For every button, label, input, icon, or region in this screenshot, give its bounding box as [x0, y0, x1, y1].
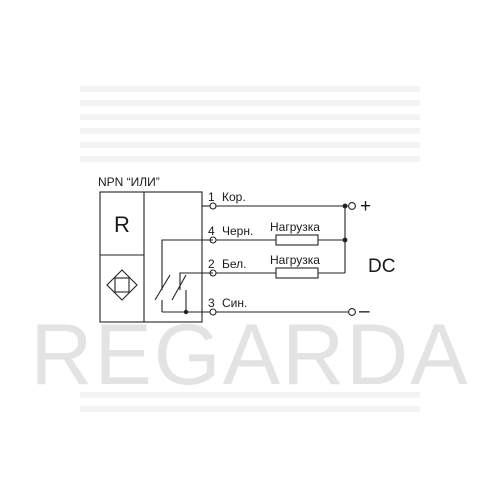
sensor-body: [99, 191, 203, 323]
load-junction-dot: [342, 237, 348, 243]
inductive-sensor-icon: [106, 269, 138, 301]
minus-symbol: –: [359, 301, 370, 322]
wire-4: 4 Черн. Нагрузка: [208, 220, 345, 246]
watermark-text: REGARDA: [30, 307, 469, 403]
load-2-label: Нагрузка: [270, 253, 320, 267]
load-resistor-1: [275, 234, 319, 246]
wire-1-number: 1: [208, 190, 215, 204]
wire-3-label: Син.: [222, 296, 247, 310]
wire-2-label: Бел.: [222, 257, 247, 271]
background-text-block: [80, 86, 420, 412]
wire-3: 3 Син.: [186, 296, 348, 316]
internal-wiring: [154, 239, 213, 315]
supply-bus: [342, 202, 356, 316]
load-resistor-2: [275, 267, 319, 279]
sensor-title: NPN “ИЛИ”: [98, 175, 160, 189]
plus-terminal: [348, 202, 356, 210]
wire-1: 1 Кор.: [202, 190, 345, 210]
wire-1-label: Кор.: [222, 190, 246, 204]
minus-terminal: [348, 308, 356, 316]
wire-4-number: 4: [208, 224, 215, 238]
wire-4-label: Черн.: [222, 224, 253, 238]
wire-2-number: 2: [208, 257, 215, 271]
supply-label: DC: [368, 256, 395, 277]
load-1-label: Нагрузка: [270, 220, 320, 234]
wire-3-number: 3: [208, 296, 215, 310]
wire-2: 2 Бел. Нагрузка: [208, 253, 345, 279]
sensor-letter: R: [114, 212, 130, 237]
plus-symbol: +: [360, 196, 371, 217]
